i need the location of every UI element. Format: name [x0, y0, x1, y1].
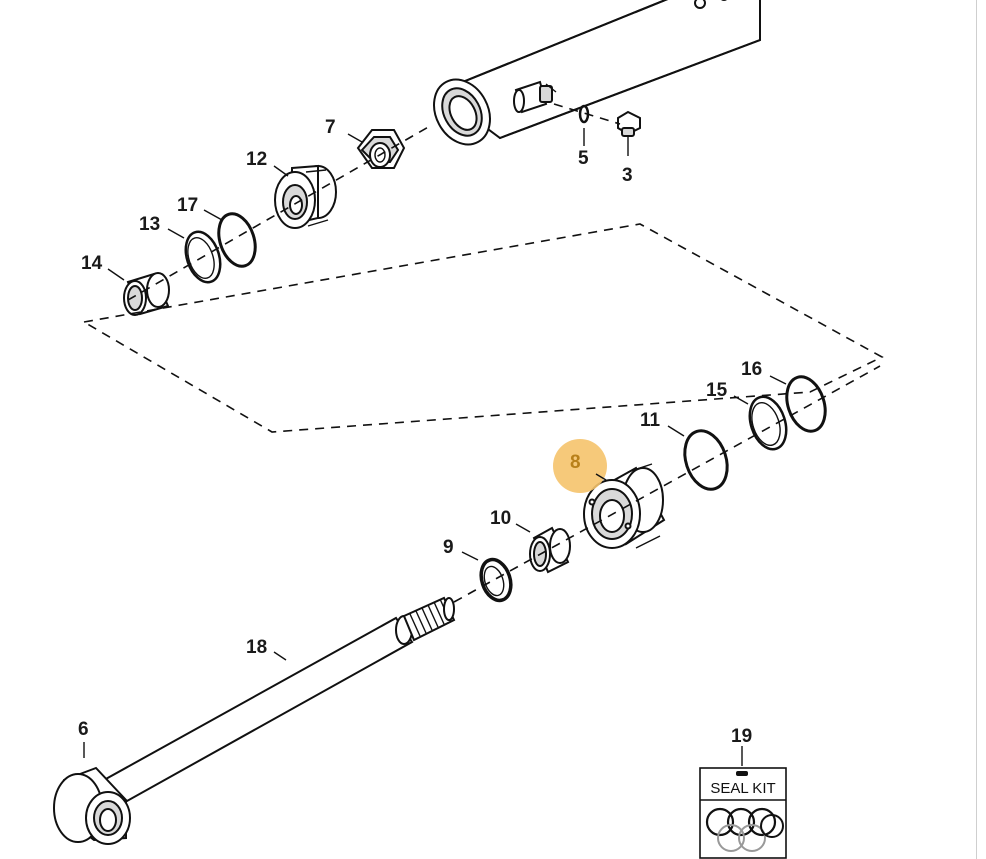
o-ring-16[interactable]	[780, 372, 832, 436]
callout-14: 14	[81, 253, 103, 274]
callout-highlight-8	[553, 439, 607, 493]
callout-12: 12	[246, 149, 267, 170]
o-ring-17[interactable]	[212, 209, 261, 271]
backup-ring-15[interactable]	[743, 392, 792, 454]
callout-3: 3	[622, 165, 633, 186]
callout-6: 6	[78, 719, 89, 740]
callout-13: 13	[139, 214, 160, 235]
callout-7: 7	[325, 117, 336, 138]
callout-10: 10	[490, 508, 511, 529]
piston-part[interactable]	[274, 164, 337, 229]
callout-19: 19	[731, 726, 752, 747]
callout-11: 11	[640, 410, 661, 431]
callout-labels: 7 12 17 13 14 5 3 16 15 11 8 10 9 18 6 1…	[78, 117, 762, 747]
port-fitting	[513, 80, 557, 114]
o-ring-11[interactable]	[678, 425, 735, 494]
seal-kit-rings-icon	[705, 807, 784, 852]
callout-9: 9	[443, 537, 454, 558]
callout-17: 17	[177, 195, 198, 216]
callout-15: 15	[706, 380, 728, 401]
rod-eye-6[interactable]	[53, 766, 131, 845]
callout-18: 18	[246, 637, 267, 658]
cylinder-barrel[interactable]	[423, 0, 761, 154]
page-edge-line	[976, 0, 977, 859]
leader-lines	[83, 128, 787, 766]
callout-16: 16	[741, 359, 762, 380]
assembly-axis-upper	[127, 103, 621, 301]
seal-kit-19[interactable]: SEAL KIT	[699, 767, 787, 859]
backup-ring-13[interactable]	[180, 227, 227, 286]
seal-kit-label: SEAL KIT	[710, 780, 775, 797]
bushing-10[interactable]	[529, 526, 571, 574]
piston-rod-18[interactable]	[102, 596, 456, 808]
nut-part[interactable]	[356, 129, 406, 169]
wiper-14[interactable]	[123, 272, 170, 316]
detail-box-outline	[81, 223, 884, 433]
plug-3[interactable]	[617, 110, 641, 137]
callout-5: 5	[578, 148, 589, 169]
wiper-9[interactable]	[476, 556, 516, 605]
assembly-axis-lower	[453, 365, 881, 603]
callout-8: 8	[570, 452, 581, 473]
